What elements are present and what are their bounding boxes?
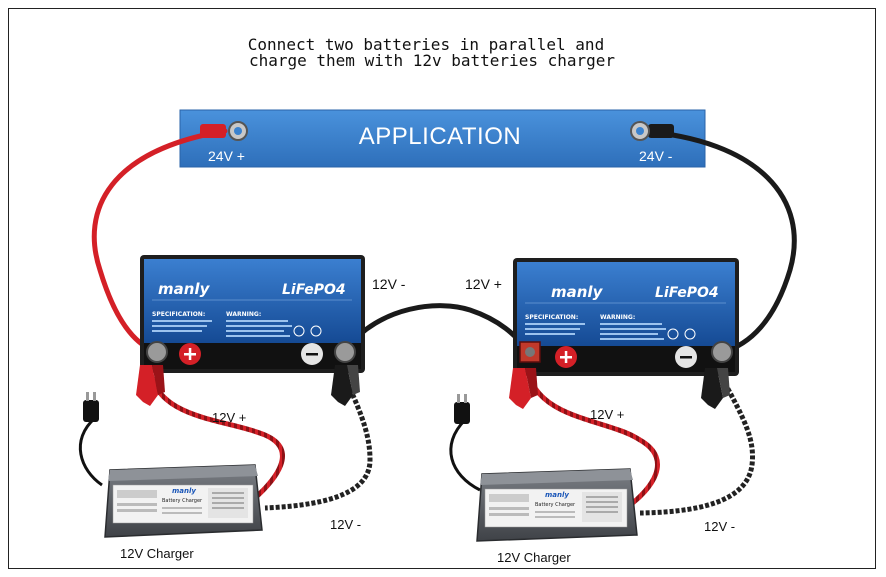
alligator-clip-icon xyxy=(509,368,538,409)
charger-left-negative-label: 12V - xyxy=(330,517,361,532)
battery-left-negative-post xyxy=(334,341,356,363)
ac-plug-icon xyxy=(83,392,99,422)
application-bar: APPLICATION 24V + 24V - xyxy=(179,109,706,168)
diagram-frame xyxy=(8,8,876,569)
alligator-clip-icon xyxy=(136,365,165,406)
charger-right-red-lead xyxy=(527,377,660,507)
battery-left-brand: manly xyxy=(158,280,211,298)
charger-right-ac-cord xyxy=(449,418,481,492)
red-main-cable xyxy=(91,128,228,355)
charger-left-black-lead xyxy=(264,376,373,511)
charger-left-ac-cord xyxy=(78,416,103,487)
battery-left: manly LiFePO4 SPECIFICATION: WARNING: xyxy=(140,255,365,373)
battery-right-negative-post xyxy=(711,341,733,363)
charger-left-caption: 12V Charger xyxy=(120,546,194,561)
application-label: APPLICATION xyxy=(359,123,521,150)
charger-left-positive-label: 12V + xyxy=(212,410,246,425)
black-main-cable xyxy=(637,128,797,355)
alligator-clip-icon xyxy=(331,365,360,406)
alligator-clip-icon xyxy=(701,368,730,409)
battery-right-chemistry: LiFePO4 xyxy=(655,285,719,301)
title-line-1: Connect two batteries in parallel and xyxy=(248,35,604,54)
battery-left-negative-label: 12V - xyxy=(372,276,406,292)
app-positive-terminal-label: 24V + xyxy=(208,148,245,164)
charger-right-brand: manly xyxy=(545,491,569,499)
battery-left-spec-heading: SPECIFICATION: xyxy=(152,311,205,318)
charger-right-positive-label: 12V + xyxy=(590,407,624,422)
charger-left: manly Battery Charger xyxy=(104,464,263,538)
battery-left-warning-heading: WARNING: xyxy=(226,311,261,318)
battery-left-chemistry: LiFePO4 xyxy=(282,282,346,298)
battery-right-warning-heading: WARNING: xyxy=(600,314,635,321)
charger-right-caption: 12V Charger xyxy=(497,550,571,565)
battery-right-positive-label: 12V + xyxy=(465,276,502,292)
ring-terminal-icon xyxy=(200,121,248,141)
charger-right-negative-label: 12V - xyxy=(704,519,735,534)
charger-left-name: Battery Charger xyxy=(162,498,203,504)
series-link-cable xyxy=(342,303,533,355)
charger-right-black-lead xyxy=(639,376,756,516)
charger-left-brand: manly xyxy=(172,487,196,495)
app-negative-terminal-label: 24V - xyxy=(639,148,673,164)
battery-right: manly LiFePO4 SPECIFICATION: WARNING: xyxy=(513,258,739,376)
charger-right-name: Battery Charger xyxy=(535,502,576,508)
ring-terminal-icon xyxy=(630,121,674,141)
battery-right-spec-heading: SPECIFICATION: xyxy=(525,314,578,321)
title-line-2: charge them with 12v batteries charger xyxy=(249,51,615,70)
charger-right: manly Battery Charger xyxy=(476,468,638,542)
battery-right-brand: manly xyxy=(551,283,604,301)
charger-left-red-lead xyxy=(149,377,285,500)
battery-left-positive-post xyxy=(146,341,168,363)
ac-plug-icon xyxy=(454,394,470,424)
